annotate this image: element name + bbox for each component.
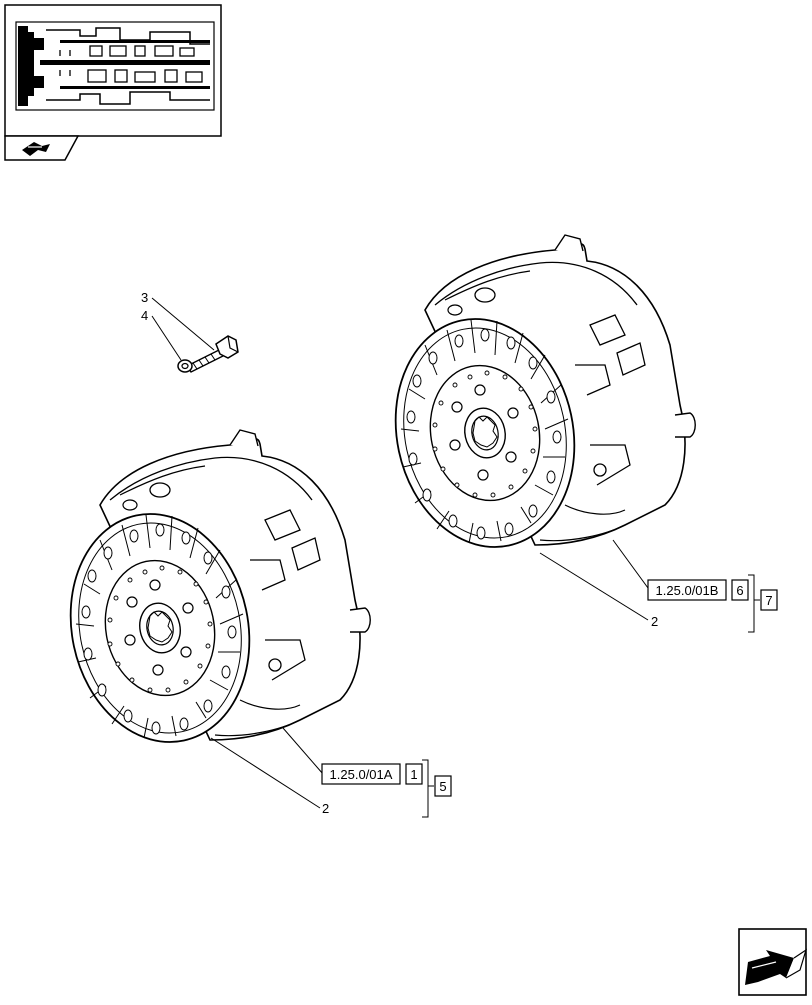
screw-and-washer: [177, 335, 239, 373]
reference-lower[interactable]: 1.25.0/01A 1 5: [321, 759, 452, 818]
callout-washer: 4: [141, 308, 148, 323]
reference-item-upper[interactable]: 6: [736, 583, 743, 598]
reference-group-upper[interactable]: 7: [765, 593, 772, 608]
leader-lines-lower: [210, 727, 324, 809]
reference-item-lower[interactable]: 1: [410, 767, 417, 782]
callout-clutch-lower: 2: [322, 801, 329, 816]
clutch-assembly-lower: [69, 429, 371, 743]
next-page-arrow-icon: [745, 948, 808, 985]
reference-code-lower[interactable]: 1.25.0/01A: [330, 767, 393, 782]
callout-screw: 3: [141, 290, 148, 305]
reference-upper[interactable]: 1.25.0/01B 6 7: [647, 574, 778, 633]
transmission-section-thumbnail: [15, 21, 215, 111]
leader-lines-upper: [539, 539, 649, 621]
next-page-button[interactable]: [738, 928, 808, 996]
clutch-assembly-upper: [394, 234, 696, 548]
callout-clutch-upper: 2: [651, 614, 658, 629]
leader-lines-screw: [151, 297, 215, 361]
arrow-icon: [22, 142, 50, 156]
reference-code-upper[interactable]: 1.25.0/01B: [656, 583, 719, 598]
reference-group-lower[interactable]: 5: [439, 779, 446, 794]
thumbnail-panel[interactable]: [4, 4, 222, 161]
